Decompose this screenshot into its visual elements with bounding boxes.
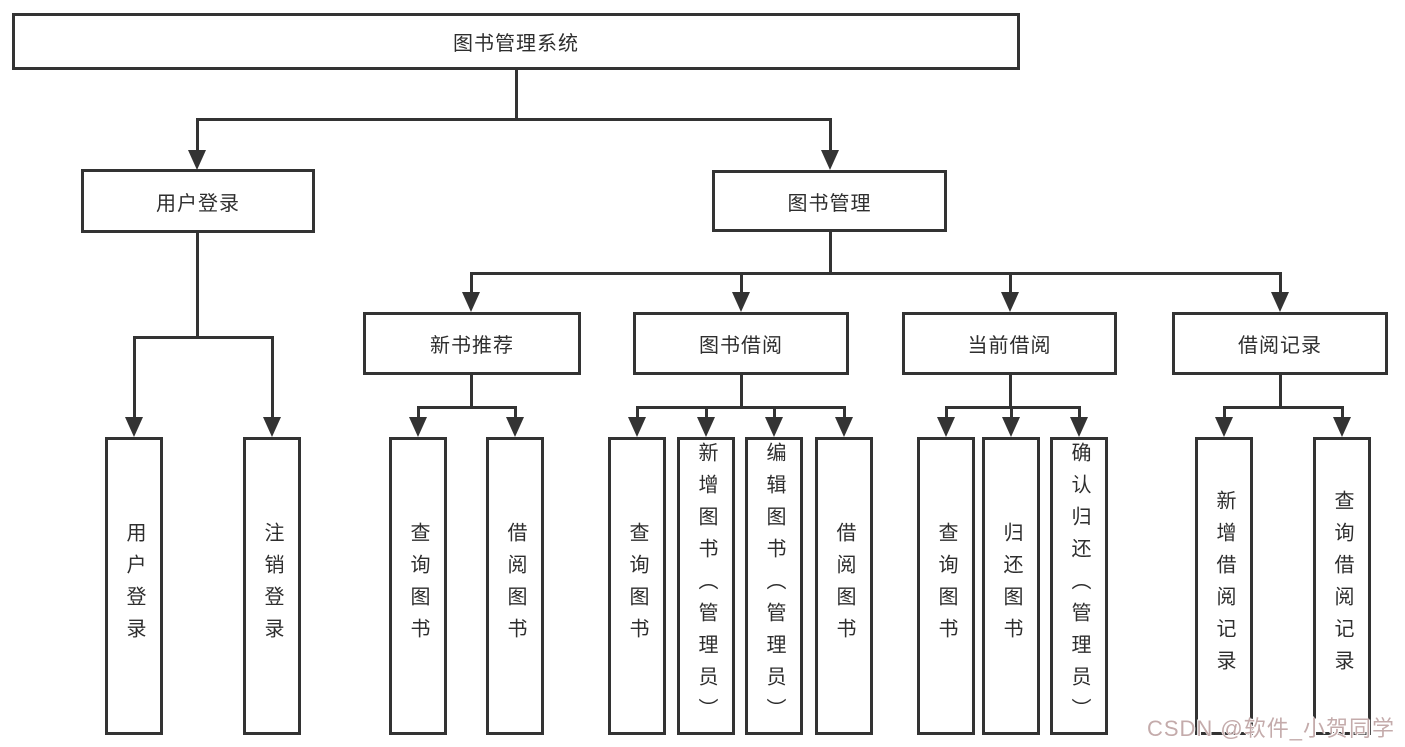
node-book-management: 图书管理: [712, 170, 947, 232]
connector-vline: [1009, 375, 1012, 406]
connector-vline: [470, 272, 473, 294]
leaf-label: 归还图书: [1000, 522, 1022, 650]
connector-vline: [196, 233, 199, 336]
node-label: 新书推荐: [430, 335, 514, 357]
arrowhead-down-icon: [1215, 417, 1233, 437]
connector-vline: [470, 375, 473, 406]
leaf-label: 查询借阅记录: [1331, 490, 1353, 682]
connector-vline: [1341, 406, 1344, 419]
arrowhead-down-icon: [1271, 292, 1289, 312]
leaf-label: 编辑图书（管理员）: [763, 442, 785, 730]
connector-hline: [196, 118, 832, 121]
leaf-borrow-books-recommend: 借阅图书: [486, 437, 544, 735]
connector-vline: [417, 406, 420, 419]
arrowhead-down-icon: [462, 292, 480, 312]
arrowhead-down-icon: [937, 417, 955, 437]
arrowhead-down-icon: [697, 417, 715, 437]
leaf-label: 新增借阅记录: [1213, 490, 1235, 682]
leaf-confirm-return-admin: 确认归还（管理员）: [1050, 437, 1108, 735]
connector-vline: [1010, 406, 1013, 419]
connector-vline: [515, 70, 518, 118]
leaf-add-books-admin: 新增图书（管理员）: [677, 437, 735, 735]
leaf-label: 查询图书: [407, 522, 429, 650]
arrowhead-down-icon: [506, 417, 524, 437]
leaf-add-borrow-record: 新增借阅记录: [1195, 437, 1253, 735]
connector-vline: [829, 232, 832, 272]
node-user-login: 用户登录: [81, 169, 315, 233]
leaf-query-borrow-record: 查询借阅记录: [1313, 437, 1371, 735]
arrowhead-down-icon: [1001, 292, 1019, 312]
connector-vline: [1078, 406, 1081, 419]
arrowhead-down-icon: [765, 417, 783, 437]
node-book-borrowing: 图书借阅: [633, 312, 849, 375]
leaf-return-books: 归还图书: [982, 437, 1040, 735]
connector-vline: [514, 406, 517, 419]
arrowhead-down-icon: [263, 417, 281, 437]
node-label: 图书借阅: [699, 335, 783, 357]
connector-vline: [843, 406, 846, 419]
arrowhead-down-icon: [409, 417, 427, 437]
leaf-query-books-borrowing: 查询图书: [608, 437, 666, 735]
node-current-borrowing: 当前借阅: [902, 312, 1117, 375]
node-new-book-recommendation: 新书推荐: [363, 312, 581, 375]
connector-hline: [417, 406, 517, 409]
leaf-logout: 注销登录: [243, 437, 301, 735]
connector-vline: [945, 406, 948, 419]
connector-vline: [271, 336, 274, 419]
connector-vline: [773, 406, 776, 419]
arrowhead-down-icon: [1002, 417, 1020, 437]
connector-vline: [829, 118, 832, 152]
arrowhead-down-icon: [732, 292, 750, 312]
arrowhead-down-icon: [1070, 417, 1088, 437]
node-label: 借阅记录: [1238, 335, 1322, 357]
connector-vline: [740, 272, 743, 294]
leaf-query-books-current: 查询图书: [917, 437, 975, 735]
connector-vline: [705, 406, 708, 419]
connector-hline: [133, 336, 274, 339]
arrowhead-down-icon: [821, 150, 839, 170]
watermark: CSDN @软件_小贺同学: [1146, 716, 1395, 741]
connector-hline: [945, 406, 1081, 409]
leaf-label: 新增图书（管理员）: [695, 442, 717, 730]
leaf-borrow-books: 借阅图书: [815, 437, 873, 735]
arrowhead-down-icon: [125, 417, 143, 437]
leaf-label: 用户登录: [123, 522, 145, 650]
node-library-management-system: 图书管理系统: [12, 13, 1020, 70]
leaf-label: 借阅图书: [504, 522, 526, 650]
node-label: 图书管理: [787, 192, 872, 215]
arrowhead-down-icon: [835, 417, 853, 437]
leaf-query-books-recommend: 查询图书: [389, 437, 447, 735]
node-label: 图书管理系统: [453, 33, 579, 55]
leaf-label: 注销登录: [261, 522, 283, 650]
leaf-label: 查询图书: [935, 522, 957, 650]
leaf-user-login: 用户登录: [105, 437, 163, 735]
node-label: 用户登录: [156, 192, 240, 215]
arrowhead-down-icon: [1333, 417, 1351, 437]
connector-vline: [636, 406, 639, 419]
connector-hline: [1223, 406, 1344, 409]
leaf-label: 查询图书: [626, 522, 648, 650]
arrowhead-down-icon: [188, 150, 206, 170]
connector-hline: [636, 406, 846, 409]
arrowhead-down-icon: [628, 417, 646, 437]
leaf-label: 确认归还（管理员）: [1068, 442, 1090, 730]
node-borrowing-records: 借阅记录: [1172, 312, 1388, 375]
leaf-edit-books-admin: 编辑图书（管理员）: [745, 437, 803, 735]
connector-hline: [470, 272, 1282, 275]
connector-vline: [1279, 375, 1282, 406]
connector-vline: [196, 118, 199, 152]
leaf-label: 借阅图书: [833, 522, 855, 650]
connector-vline: [1009, 272, 1012, 294]
connector-vline: [740, 375, 743, 406]
connector-vline: [1223, 406, 1226, 419]
connector-vline: [1279, 272, 1282, 294]
node-label: 当前借阅: [967, 335, 1052, 357]
connector-vline: [133, 336, 136, 419]
